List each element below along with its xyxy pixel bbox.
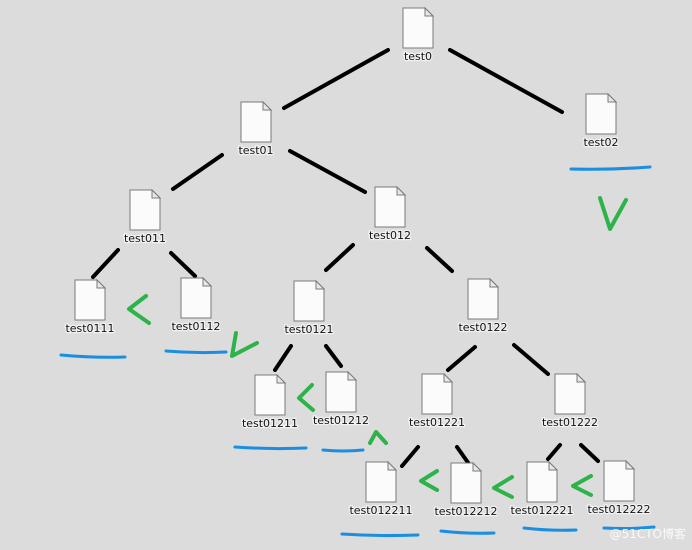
file-icon <box>240 100 273 143</box>
tree-node-test012211[interactable]: test012211 <box>348 460 414 518</box>
tree-node-test0121[interactable]: test0121 <box>283 279 335 337</box>
tree-node-test01211[interactable]: test01211 <box>241 373 299 431</box>
file-icon <box>254 373 287 416</box>
underline-test01212 <box>321 448 365 453</box>
file-icon <box>603 459 636 502</box>
tree-node-test012212[interactable]: test012212 <box>433 461 499 519</box>
up-caret-mark-test01212 <box>368 430 388 445</box>
node-label-test0122: test0122 <box>458 321 507 334</box>
node-label-test01222: test01222 <box>542 416 598 429</box>
left-chevron-mark-test012221 <box>571 474 593 497</box>
node-label-test0111: test0111 <box>65 322 114 335</box>
file-icon <box>374 185 407 228</box>
left-chevron-mark-test01211 <box>297 383 315 412</box>
node-label-test0112: test0112 <box>171 320 220 333</box>
node-label-test0121: test0121 <box>284 323 333 336</box>
tree-edge-test0122-test01222 <box>512 343 550 376</box>
file-icon <box>467 277 500 320</box>
tree-node-test01[interactable]: test01 <box>237 100 275 158</box>
tree-edge-test01222-test012221 <box>546 443 562 461</box>
tree-node-test01212[interactable]: test01212 <box>312 370 370 428</box>
tree-node-test012[interactable]: test012 <box>368 185 412 243</box>
tree-edge-test01221-test012211 <box>400 445 420 468</box>
file-icon <box>585 92 618 135</box>
tree-edge-test0121-test01212 <box>324 344 343 368</box>
tree-edge-test0122-test01221 <box>446 345 477 372</box>
watermark: @51CTO博客 <box>609 527 686 541</box>
underline-test012221 <box>522 526 578 532</box>
tree-node-test0111[interactable]: test0111 <box>64 278 116 336</box>
tree-edge-test01222-test012222 <box>579 443 600 463</box>
tree-edge-test0-test02 <box>448 48 564 114</box>
file-icon <box>365 460 398 503</box>
tree-nodes: test0 test01 test02 test011 test012 test0111 t… <box>64 6 652 519</box>
node-label-test012221: test012221 <box>510 504 573 517</box>
tree-node-test0112[interactable]: test0112 <box>170 276 222 334</box>
tree-edge-test012-test0121 <box>324 243 355 272</box>
underline-test012222 <box>602 525 656 531</box>
underline-test0112 <box>164 349 228 355</box>
underline-test012211 <box>340 532 420 538</box>
node-label-test01: test01 <box>238 144 273 157</box>
tree-edge-test011-test0112 <box>169 251 197 278</box>
file-icon <box>421 372 454 415</box>
tree-node-test012221[interactable]: test012221 <box>509 460 575 518</box>
tree-edge-test011-test0111 <box>91 248 120 279</box>
tree-node-test0[interactable]: test0 <box>402 6 435 64</box>
tree-node-test011[interactable]: test011 <box>123 188 167 246</box>
file-icon <box>180 276 213 319</box>
tree-edge-test0-test01 <box>282 48 390 110</box>
node-label-test01212: test01212 <box>313 414 369 427</box>
file-icon <box>402 6 435 49</box>
tree-node-test02[interactable]: test02 <box>582 92 620 150</box>
tree-edge-test012-test0122 <box>425 246 454 273</box>
tree-edges <box>91 48 600 468</box>
file-icon <box>293 279 326 322</box>
node-label-test02: test02 <box>583 136 618 149</box>
up-caret-mark-test0112 <box>230 331 259 358</box>
node-label-test0: test0 <box>404 50 432 63</box>
tree-node-test0122[interactable]: test0122 <box>457 277 509 335</box>
tree-edge-test01221-test012212 <box>455 445 471 466</box>
file-icon <box>554 372 587 415</box>
underline-test012212 <box>439 529 496 535</box>
node-label-test011: test011 <box>124 232 166 245</box>
tree-edge-test0121-test01211 <box>273 344 293 372</box>
file-icon <box>325 370 358 413</box>
file-icon <box>129 188 162 231</box>
down-check-mark-test02 <box>598 196 628 231</box>
node-label-test012211: test012211 <box>349 504 412 517</box>
node-label-test01211: test01211 <box>242 417 298 430</box>
check-mark-annotations <box>127 196 628 499</box>
underline-test0111 <box>59 353 127 359</box>
node-label-test012212: test012212 <box>434 505 497 518</box>
tree-node-test01221[interactable]: test01221 <box>408 372 466 430</box>
tree-node-test012222[interactable]: test012222 <box>586 459 652 517</box>
tree-edge-test01-test011 <box>171 153 224 191</box>
left-chevron-mark-test0111 <box>127 294 151 325</box>
underline-test01211 <box>233 445 308 451</box>
node-label-test01221: test01221 <box>409 416 465 429</box>
underline-annotations <box>59 165 656 538</box>
file-icon <box>526 460 559 503</box>
node-label-test012: test012 <box>369 229 411 242</box>
node-label-test012222: test012222 <box>587 503 650 516</box>
file-icon <box>450 461 483 504</box>
underline-test02 <box>569 165 652 171</box>
file-icon <box>74 278 107 321</box>
tree-edge-test01-test012 <box>288 149 367 194</box>
tree-node-test01222[interactable]: test01222 <box>541 372 599 430</box>
left-chevron-mark-test012212 <box>492 475 514 499</box>
left-chevron-mark-test012211 <box>419 469 439 492</box>
